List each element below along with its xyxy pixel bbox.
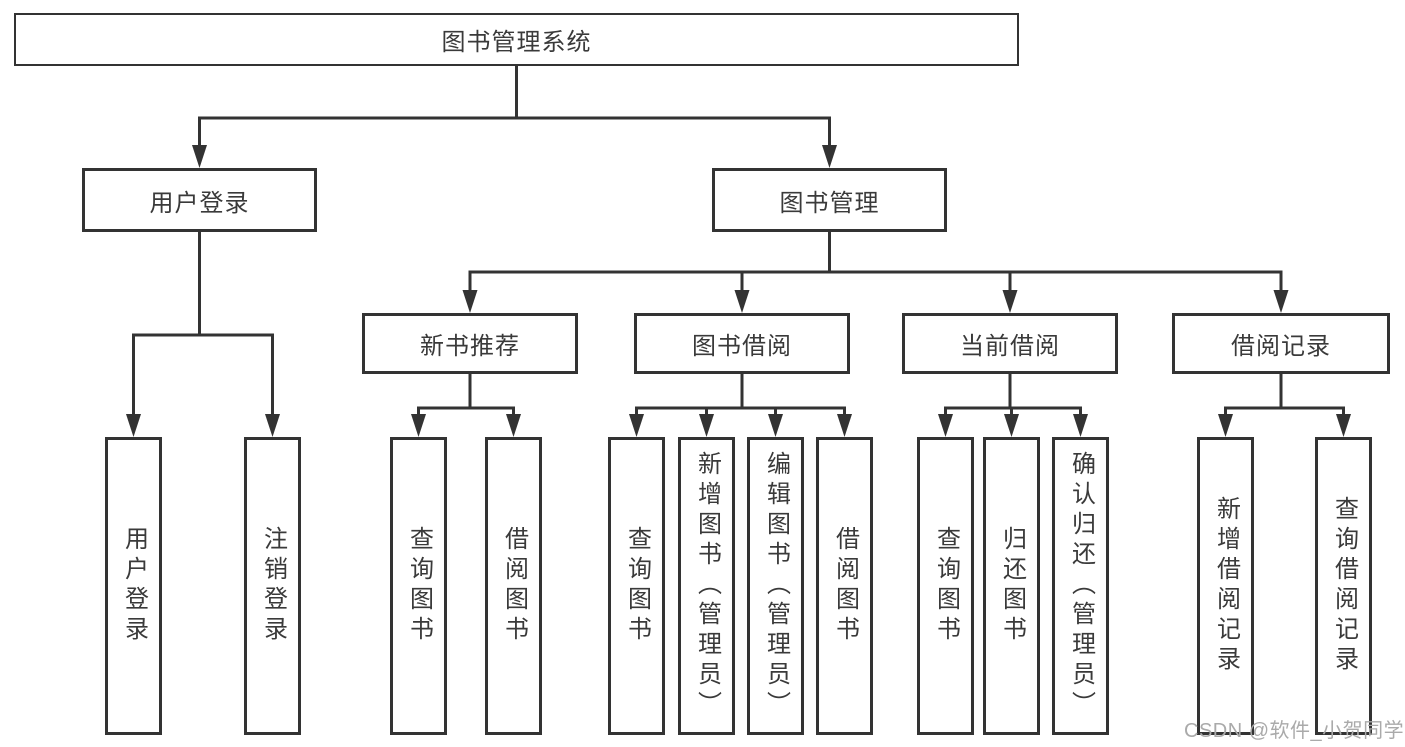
node-current-borrow: 当前借阅 — [902, 313, 1118, 374]
leaf-query-books-3-label: 查询图书 — [932, 526, 960, 646]
node-root-system: 图书管理系统 — [14, 13, 1019, 66]
leaf-borrow-books-2: 借阅图书 — [816, 437, 873, 735]
leaf-confirm-return-admin: 确认归还（管理员） — [1052, 437, 1109, 735]
leaf-query-books-1: 查询图书 — [390, 437, 447, 735]
leaf-query-books-1-label: 查询图书 — [405, 526, 433, 646]
node-book-management: 图书管理 — [712, 168, 947, 232]
leaf-confirm-return-admin-label: 确认归还（管理员） — [1067, 451, 1095, 721]
leaf-user-login-label: 用户登录 — [120, 526, 148, 646]
leaf-return-books-label: 归还图书 — [998, 526, 1026, 646]
node-user-login-label: 用户登录 — [149, 189, 250, 217]
node-user-login: 用户登录 — [82, 168, 317, 232]
node-borrow-records: 借阅记录 — [1172, 313, 1390, 374]
leaf-logout: 注销登录 — [244, 437, 301, 735]
leaf-query-books-2: 查询图书 — [608, 437, 665, 735]
leaf-query-borrow-record: 查询借阅记录 — [1315, 437, 1372, 735]
node-current-borrow-label: 当前借阅 — [960, 333, 1060, 360]
leaf-borrow-books-1: 借阅图书 — [485, 437, 542, 735]
leaf-query-books-2-label: 查询图书 — [623, 526, 651, 646]
leaf-query-books-3: 查询图书 — [917, 437, 974, 735]
leaf-borrow-books-1-label: 借阅图书 — [500, 526, 528, 646]
node-book-borrow-label: 图书借阅 — [692, 333, 792, 360]
arrowheads — [126, 145, 1351, 437]
leaf-logout-label: 注销登录 — [259, 526, 287, 646]
leaf-edit-books-admin: 编辑图书（管理员） — [747, 437, 804, 735]
csdn-watermark: CSDN @软件_小贺同学 — [1184, 720, 1405, 742]
leaf-query-borrow-record-label: 查询借阅记录 — [1330, 496, 1358, 676]
leaf-add-books-admin: 新增图书（管理员） — [678, 437, 735, 735]
node-borrow-records-label: 借阅记录 — [1231, 333, 1331, 360]
leaf-add-borrow-record-label: 新增借阅记录 — [1212, 496, 1240, 676]
leaf-add-books-admin-label: 新增图书（管理员） — [693, 451, 721, 721]
node-book-borrow: 图书借阅 — [634, 313, 850, 374]
leaf-edit-books-admin-label: 编辑图书（管理员） — [762, 451, 790, 721]
leaf-add-borrow-record: 新增借阅记录 — [1197, 437, 1254, 735]
leaf-return-books: 归还图书 — [983, 437, 1040, 735]
node-root-label: 图书管理系统 — [441, 29, 592, 56]
node-book-management-label: 图书管理 — [779, 189, 880, 217]
node-new-book-recommend: 新书推荐 — [362, 313, 578, 374]
leaf-user-login: 用户登录 — [105, 437, 162, 735]
node-new-book-recommend-label: 新书推荐 — [420, 333, 520, 360]
leaf-borrow-books-2-label: 借阅图书 — [831, 526, 859, 646]
